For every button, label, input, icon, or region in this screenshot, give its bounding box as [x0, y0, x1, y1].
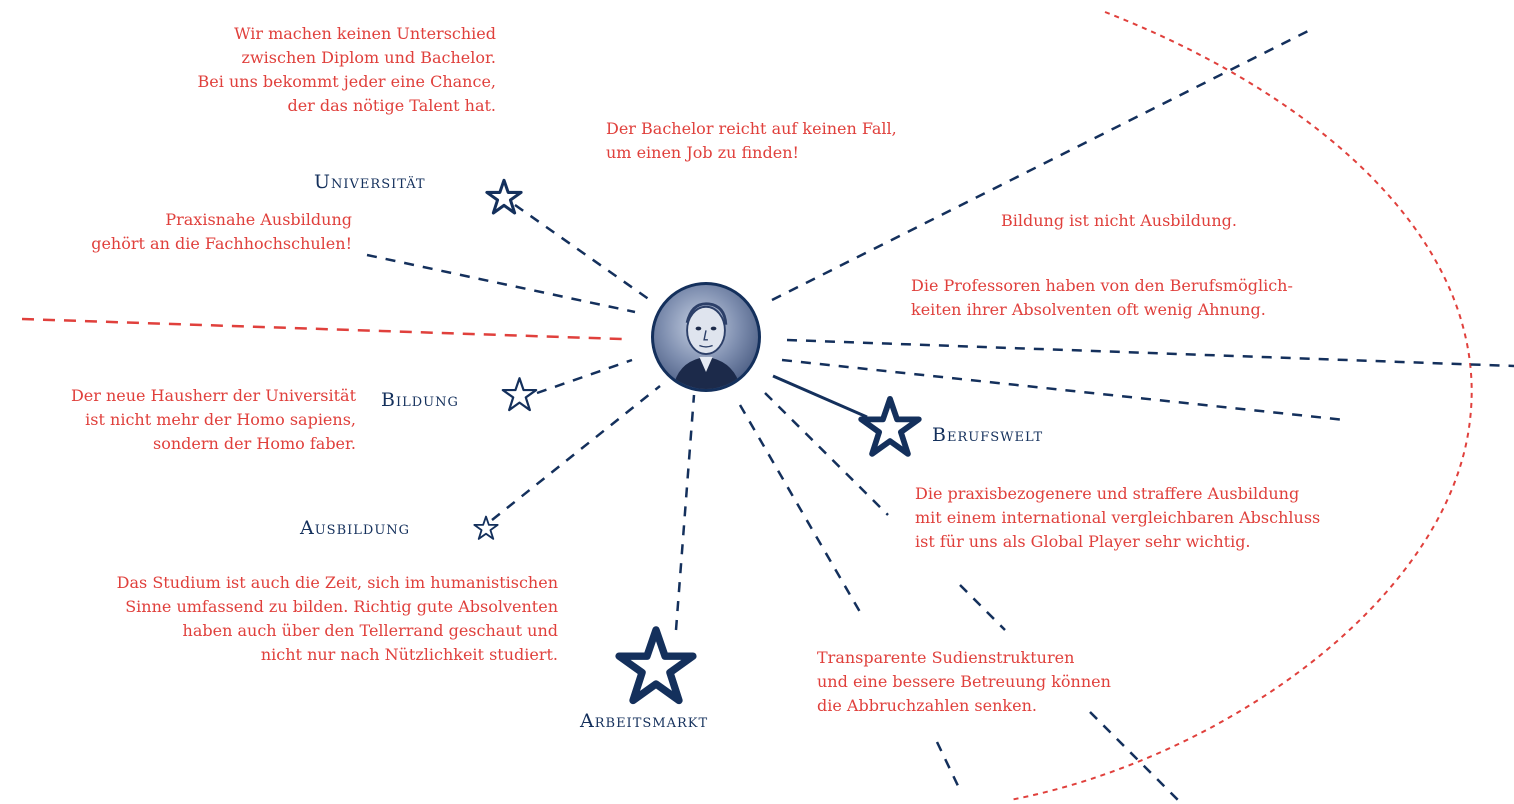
spoke-praxisnah	[366, 253, 636, 314]
star-icon-arbeitsmarkt	[615, 626, 697, 705]
spoke-bottom-2	[1089, 711, 1179, 801]
quote-global-player: Die praxisbezogenere und straffere Ausbi…	[915, 484, 1321, 551]
label-bildung: Bildung	[381, 389, 459, 411]
quote-bildung-ausbildung: Bildung ist nicht Ausbildung.	[1001, 211, 1237, 230]
spoke-bottom-1	[935, 741, 962, 791]
spoke-arbeitsmarkt	[674, 394, 696, 631]
spoke-bildung	[536, 358, 633, 395]
quote-professoren: Die Professoren haben von den Berufsmögl…	[911, 276, 1293, 319]
label-berufswelt: Berufswelt	[932, 424, 1044, 446]
portrait-drawing	[672, 302, 741, 389]
label-universitaet: Universität	[314, 171, 426, 193]
spoke-transparent	[738, 404, 862, 613]
red-arc	[1009, 11, 1473, 801]
star-icon-berufswelt	[858, 395, 922, 457]
spoke-global-2	[959, 584, 1006, 631]
spoke-arc-top	[771, 28, 1311, 302]
label-ausbildung: Ausbildung	[300, 517, 411, 539]
quote-bachelor-job: Der Bachelor reicht auf keinen Fall, um …	[606, 119, 897, 162]
quote-transparent: Transparente Sudienstrukturen und eine b…	[817, 648, 1111, 715]
quote-studium: Das Studium ist auch die Zeit, sich im h…	[116, 573, 558, 664]
star-icon-ausbildung	[473, 515, 499, 540]
spoke-berufswelt	[772, 374, 868, 419]
spoke-ausbildung	[491, 385, 661, 521]
star-icon-universitaet	[485, 178, 523, 215]
spoke-universitaet	[514, 203, 651, 302]
spoke-global	[764, 392, 889, 516]
portrait-icon	[651, 282, 761, 392]
star-icon-bildung	[501, 377, 538, 412]
quote-praxisnah: Praxisnahe Ausbildung gehört an die Fach…	[91, 210, 352, 253]
quote-diplom-bachelor: Wir machen keinen Unterschied zwischen D…	[197, 24, 496, 115]
spoke-professoren	[786, 338, 1514, 368]
quote-hausherr: Der neue Hausherr der Universität ist ni…	[70, 386, 356, 453]
red-line-left	[21, 317, 623, 341]
label-arbeitsmarkt: Arbeitsmarkt	[580, 710, 709, 732]
